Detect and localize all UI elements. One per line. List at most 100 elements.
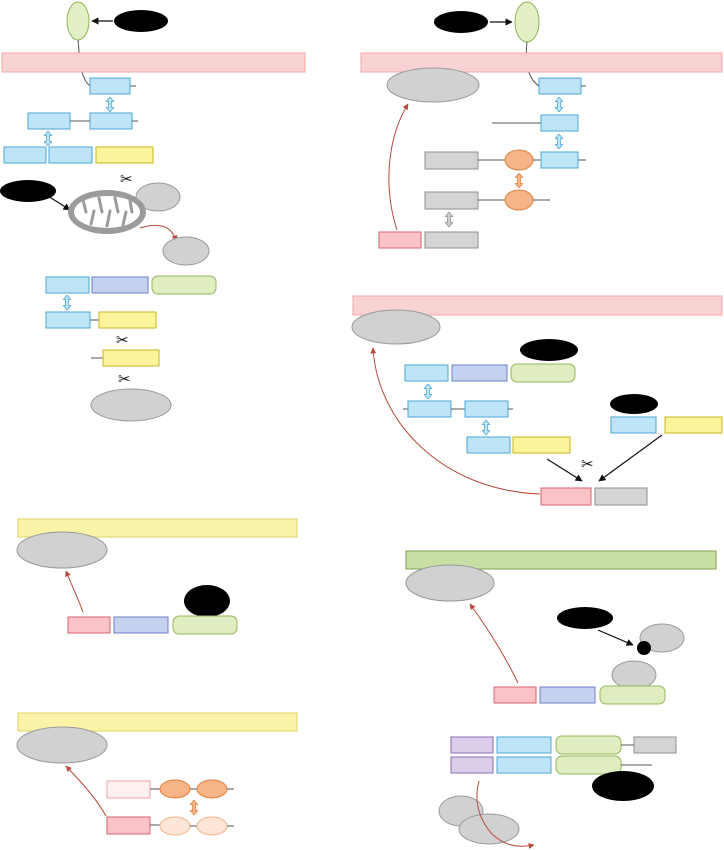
domain-pink <box>106 816 151 835</box>
panel-f <box>405 550 717 849</box>
gray-ellipse <box>458 813 520 845</box>
scissors-icon: ✂ <box>116 331 129 349</box>
wavy-domain <box>555 755 622 775</box>
gray-ellipse <box>351 309 441 345</box>
domain-yellow <box>664 416 723 434</box>
ligand-blob <box>520 339 578 361</box>
domain-blue <box>610 416 657 434</box>
domain-pink <box>67 616 111 634</box>
domain-indigo <box>113 616 169 634</box>
domain-blue <box>89 112 133 130</box>
scissors-icon: ✂ <box>120 170 133 188</box>
double-arrow-icon <box>514 173 524 188</box>
cleavage-arrow <box>598 434 663 482</box>
panel-e <box>16 712 298 836</box>
domain-purple <box>450 756 494 774</box>
wavy-domain <box>510 363 576 383</box>
membrane-bar <box>1 52 306 73</box>
double-arrow-icon <box>62 295 72 310</box>
domain-blue <box>3 146 47 164</box>
receptor-ellipse <box>514 1 540 43</box>
double-arrow-icon <box>444 212 454 227</box>
ligand-blob <box>0 180 56 202</box>
double-arrow-icon <box>105 97 115 112</box>
ligand-blob <box>114 10 168 32</box>
domain-pink <box>540 487 592 506</box>
domain-blue <box>48 146 93 164</box>
double-arrow-icon <box>554 97 564 112</box>
double-arrow-icon <box>423 384 433 399</box>
translocation-arrow <box>65 570 84 613</box>
mitochondrion-icon <box>68 190 146 234</box>
translocation-arrow <box>388 103 409 231</box>
orange-domain <box>196 779 228 799</box>
domain-purple <box>450 736 494 754</box>
wavy-domain <box>151 275 217 295</box>
domain-blue <box>89 77 131 95</box>
scissors-icon: ✂ <box>118 370 131 388</box>
domain-yellow <box>512 436 571 454</box>
orange-domain <box>504 149 534 171</box>
domain-blue <box>407 400 452 418</box>
double-arrow-icon <box>43 131 53 146</box>
ligand-blob <box>610 394 658 414</box>
domain-indigo <box>539 686 596 704</box>
domain-yellow <box>95 146 154 164</box>
domain-blue <box>45 311 91 329</box>
wavy-domain <box>172 615 238 635</box>
domain-blue <box>496 736 552 754</box>
translocation-arrow <box>65 765 107 817</box>
panel-b <box>360 1 723 249</box>
ligand-arrow <box>597 629 634 646</box>
double-arrow-icon <box>481 420 491 435</box>
domain-blue <box>540 151 579 169</box>
gray-ellipse <box>611 660 657 690</box>
release-arrow <box>476 780 535 849</box>
domain-blue <box>540 114 579 132</box>
membrane-bar <box>352 295 723 316</box>
translocation-arrow <box>370 347 541 495</box>
gray-ellipse <box>135 182 181 212</box>
ligand-blob <box>184 585 230 617</box>
domain-blue <box>464 400 509 418</box>
domain-blue <box>404 364 449 382</box>
translocation-arrow <box>469 603 519 684</box>
wavy-domain <box>599 685 666 705</box>
orange-domain <box>159 779 191 799</box>
gray-ellipse <box>16 726 108 764</box>
domain-indigo <box>451 364 508 382</box>
domain-pink <box>106 780 151 799</box>
orange-domain <box>504 189 534 211</box>
orange-domain <box>159 816 191 836</box>
domain-pink <box>493 686 537 704</box>
domain-blue <box>27 112 71 130</box>
gray-ellipse <box>405 564 495 602</box>
domain-pink <box>378 231 422 249</box>
membrane-bar <box>405 550 717 570</box>
membrane-bar <box>17 712 298 732</box>
cleavage-arrow <box>546 458 583 482</box>
membrane-bar <box>17 518 298 538</box>
domain-indigo <box>91 276 149 294</box>
panel-c: ✂ <box>351 295 723 506</box>
wavy-domain <box>555 735 622 755</box>
gray-ellipse <box>16 531 108 569</box>
double-arrow-icon <box>554 134 564 149</box>
orange-domain <box>196 816 228 836</box>
domain-blue <box>496 756 552 774</box>
domain-gray <box>594 487 648 506</box>
domain-blue <box>45 276 90 294</box>
gray-ellipse <box>162 236 210 266</box>
ligand-blob <box>434 11 488 33</box>
domain-yellow <box>102 349 160 367</box>
scissors-icon: ✂ <box>581 455 594 473</box>
gray-ellipse <box>386 67 480 103</box>
domain-gray <box>424 231 479 249</box>
domain-yellow <box>98 311 157 329</box>
ligand-blob <box>557 607 613 629</box>
release-arrow <box>139 224 178 242</box>
double-arrow-icon <box>189 800 199 815</box>
receptor-ellipse <box>66 1 90 41</box>
ligand-blob <box>637 641 651 655</box>
